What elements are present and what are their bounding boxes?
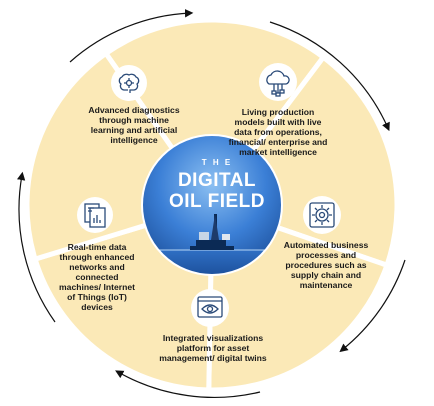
center-title-line1: DIGITAL — [177, 170, 257, 191]
gear-process-icon — [303, 196, 341, 234]
arrow-top-right — [69, 9, 194, 63]
segment-label-automated-processes: Automated business processes and procedu… — [283, 240, 369, 290]
arrow-bottom-right — [339, 259, 406, 353]
arrow-right — [269, 21, 390, 132]
segment-label-diagnostics: Advanced diagnostics through machine lea… — [88, 105, 180, 145]
center-prefix: T H E — [201, 158, 233, 167]
segment-label-visualizations: Integrated visualizations platform for a… — [159, 333, 267, 363]
center-title-line2: OIL FIELD — [169, 191, 265, 212]
segment-label-real-time-data: Real-time data through enhanced networks… — [59, 242, 135, 312]
ai-brain-icon — [111, 65, 147, 101]
arrow-left — [16, 171, 56, 323]
cycle-arrows — [16, 9, 406, 399]
eye-monitor-icon — [191, 289, 229, 327]
cloud-data-icon — [259, 63, 297, 101]
oil-rig-icon — [190, 214, 234, 250]
documents-chart-icon — [77, 197, 113, 233]
center-image — [142, 135, 282, 275]
segment-label-production-models: Living production models built with live… — [228, 107, 328, 157]
arrow-bottom-left — [115, 370, 261, 399]
